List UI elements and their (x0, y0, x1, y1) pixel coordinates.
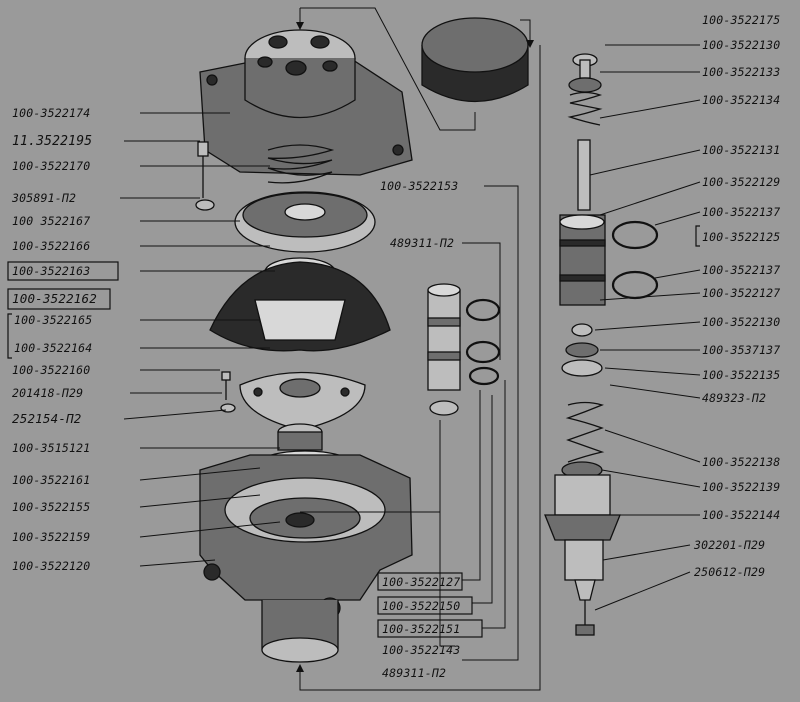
label-box (7, 261, 119, 281)
leader-lines (120, 7, 701, 691)
part-label: 100-3522127 (702, 286, 780, 300)
part-label: 100-3522174 (12, 106, 90, 120)
part-label: 100-3522127 (382, 575, 460, 589)
air-filter-part (421, 17, 529, 103)
part-label: 305891-П2 (11, 191, 76, 205)
part-label: 100-3522159 (12, 530, 90, 544)
left-labels: 100-3522174 11.3522195 100-3522170 30589… (7, 106, 119, 573)
part-label: 100 3522167 (12, 214, 90, 228)
part-label: 100-3522143 (382, 643, 460, 657)
retainer-rings-part (465, 298, 501, 386)
screw-part (195, 141, 215, 211)
part-label: 100-3522131 (702, 143, 780, 157)
label-bracket (695, 225, 700, 247)
part-label: 201418-П29 (12, 386, 83, 400)
part-label: 100-3515121 (12, 441, 90, 455)
part-label: 100-3522162 (12, 291, 97, 306)
part-label: 100-3522165 (14, 313, 92, 327)
rubber-diaphragm-part (209, 261, 391, 352)
part-label: 100-3522144 (702, 508, 780, 522)
center-labels: 100-3522153 489311-П2 100-3522127 100-35… (377, 179, 483, 680)
part-label: 100-3522129 (702, 175, 780, 189)
label-box (7, 288, 111, 310)
part-label: 252154-П2 (12, 411, 82, 426)
part-label: 100-3522138 (702, 455, 780, 469)
top-cover-part (199, 29, 413, 176)
part-label: 100-3522120 (12, 559, 90, 573)
label-box (377, 572, 463, 591)
arrow-down-icon (526, 40, 534, 48)
part-label: 100-3522170 (12, 159, 90, 173)
label-box (377, 619, 483, 638)
part-label: 100-3522125 (702, 230, 780, 244)
part-label: 489323-П2 (702, 391, 766, 405)
part-label: 100-3537137 (702, 343, 780, 357)
right-labels: 100-3522175 100-3522130 100-3522133 100-… (693, 13, 780, 579)
part-label: 100-3522153 (380, 179, 458, 193)
part-label: 100-3522133 (702, 65, 780, 79)
part-label: 489311-П2 (390, 236, 454, 250)
small-screw-part (220, 371, 236, 413)
part-label: 100-3522155 (12, 500, 90, 514)
part-label: 100-3522163 (12, 264, 90, 278)
part-label: 100-3522137 (702, 205, 780, 219)
part-label: 100-3522164 (14, 341, 92, 355)
part-label: 11.3522195 (12, 134, 92, 149)
part-label: 100-3522139 (702, 480, 780, 494)
part-label: 100-3522134 (702, 93, 780, 107)
part-label: 100-3522161 (12, 473, 90, 487)
sleeve-part (427, 283, 461, 416)
arrow-up-icon (296, 664, 304, 672)
arrow-down-icon (296, 22, 304, 30)
valve-column-part (544, 53, 659, 636)
part-label: 100-3522160 (12, 363, 90, 377)
label-bracket (7, 313, 12, 359)
flange-part (239, 371, 366, 431)
part-label: 100-3522175 (702, 13, 780, 27)
part-label: 100-3522135 (702, 368, 780, 382)
diaphragm-plate-part (234, 191, 376, 253)
part-label: 100-3522137 (702, 263, 780, 277)
part-label: 100-3522130 (702, 38, 780, 52)
part-label: 100-3522150 (382, 599, 460, 613)
label-box (377, 596, 473, 615)
large-spring-part (267, 144, 335, 184)
part-label: 250612-П29 (694, 565, 765, 579)
part-label: 302201-П29 (693, 538, 765, 552)
valve-body-part (199, 454, 413, 663)
part-label: 100-3522166 (12, 239, 90, 253)
part-label: 100-3522151 (382, 622, 460, 636)
part-label: 100-3522130 (702, 315, 780, 329)
part-label: 489311-П2 (382, 666, 446, 680)
arrowheads (296, 22, 534, 672)
